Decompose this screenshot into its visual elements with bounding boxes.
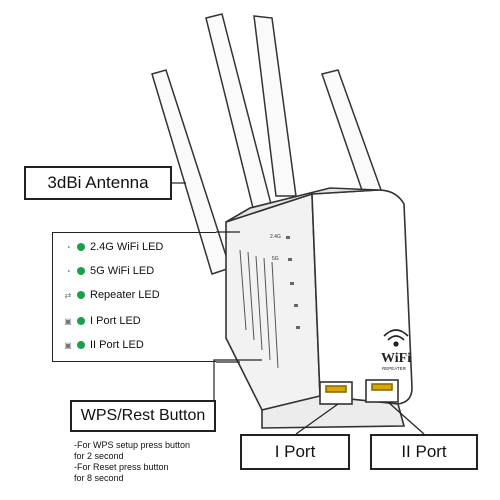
wps-button-callout-label: WPS/Rest Button — [80, 407, 206, 424]
panel-label-24g: 2.4G — [270, 234, 281, 240]
led-row-i-port: ▣ I Port LED — [61, 315, 141, 327]
wifi-logo-text: WiFi — [381, 351, 411, 366]
i-port-callout-label: I Port — [274, 442, 316, 461]
wps-leader — [213, 359, 262, 400]
led-legend: ◔ 2.4G WiFi LED ◔ 5G WiFi LED ⇄ Repeater… — [52, 232, 216, 362]
i-port-contacts — [325, 385, 347, 393]
antenna-callout-label: 3dBi Antenna — [47, 173, 149, 192]
panel-label-5g: 5G — [272, 256, 279, 262]
leader-lines — [172, 182, 425, 435]
led-label-24g: 2.4G WiFi LED — [90, 241, 164, 253]
green-led-dot — [77, 317, 85, 325]
ethernet-icon: ▣ — [64, 316, 72, 326]
led-label-ii-port: II Port LED — [90, 339, 144, 351]
device-top — [225, 187, 379, 223]
ii-port-callout: II Port — [370, 434, 478, 470]
led-label-repeater: Repeater LED — [90, 289, 160, 301]
side-led-marks — [286, 236, 300, 329]
led-label-i-port: I Port LED — [90, 315, 141, 327]
wps-instructions: -For WPS setup press button for 2 second… — [74, 440, 244, 484]
led-row-24g: ◔ 2.4G WiFi LED — [61, 241, 164, 253]
device-side-panel — [225, 192, 321, 411]
led-label-5g: 5G WiFi LED — [90, 265, 155, 277]
ethernet-icon: ▣ — [64, 340, 72, 350]
wifi-icon: ◔ — [65, 242, 71, 252]
i-port-callout: I Port — [240, 434, 350, 470]
wps-note-line: for 8 second — [74, 473, 124, 483]
wifi-logo-icon — [383, 329, 409, 347]
device-bottom — [261, 395, 406, 429]
side-vents — [239, 249, 279, 369]
antenna-callout: 3dBi Antenna — [24, 166, 172, 200]
led-row-ii-port: ▣ II Port LED — [61, 339, 144, 351]
green-led-dot — [77, 267, 85, 275]
green-led-dot — [77, 243, 85, 251]
ii-port-leader — [387, 401, 425, 435]
led-row-5g: ◔ 5G WiFi LED — [61, 265, 155, 277]
wps-note-line: -For WPS setup press button — [74, 440, 191, 450]
wifi-logo-subtext: REPEATER — [382, 366, 407, 371]
wps-note-line: -For Reset press button — [74, 462, 169, 472]
green-led-dot — [77, 341, 85, 349]
device-body — [225, 187, 413, 429]
wps-button-callout: WPS/Rest Button — [70, 400, 216, 432]
led-row-repeater: ⇄ Repeater LED — [61, 289, 160, 301]
i-port-leader — [295, 403, 339, 435]
green-led-dot — [77, 291, 85, 299]
wps-note-line: for 2 second — [74, 451, 124, 461]
wifi-icon: ◔ — [65, 266, 71, 276]
ii-port-callout-label: II Port — [401, 442, 447, 461]
device-front-panel — [311, 189, 413, 405]
ii-port-contacts — [371, 383, 393, 391]
repeater-icon: ⇄ — [64, 290, 72, 300]
